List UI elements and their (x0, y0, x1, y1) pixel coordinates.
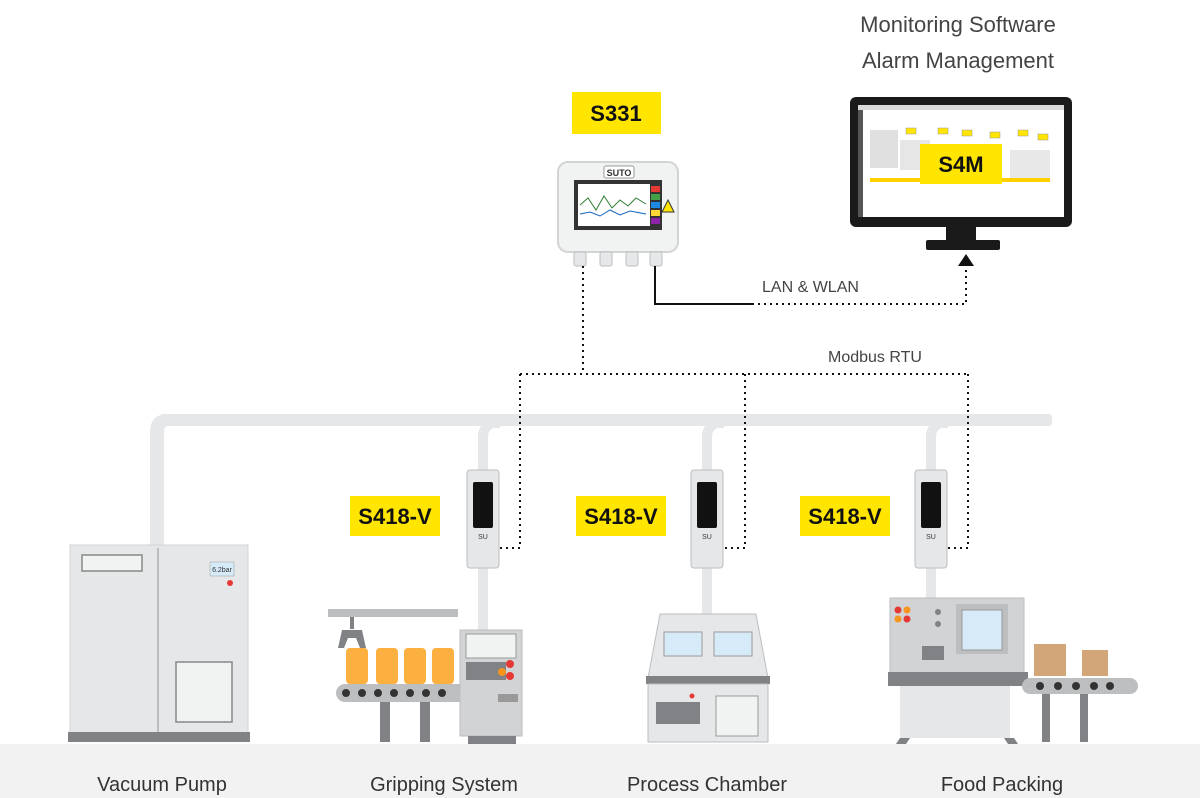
software-title-line1: Monitoring Software (860, 12, 1056, 37)
s331-label: S331 (590, 101, 641, 126)
svg-text:SU: SU (926, 534, 936, 541)
suto-logo: SUTO (607, 168, 632, 178)
s331-logger: SUTO (557, 161, 679, 267)
sensor-badge-3 (800, 496, 890, 536)
s4m-label: S4M (938, 152, 983, 177)
floor (0, 744, 1200, 798)
software-title-line2: Alarm Management (862, 48, 1054, 73)
process-chamber (646, 613, 770, 743)
svg-text:SU: SU (478, 534, 488, 541)
station-gripping-system: Gripping System (370, 774, 518, 796)
sensor-unit-1: SU (466, 469, 500, 569)
sensor-badge-1 (350, 496, 440, 536)
vacuum-pipe (150, 414, 1052, 632)
gripping-system (328, 609, 523, 744)
station-process-chamber: Process Chamber (627, 774, 787, 796)
station-vacuum-pump: Vacuum Pump (97, 774, 227, 796)
s4m-badge (920, 144, 1002, 184)
vacuum-pump: 6.2bar (68, 544, 250, 742)
s331-badge (572, 92, 661, 134)
station-food-packing: Food Packing (941, 774, 1063, 796)
sensor-label-1: S418-V (358, 504, 432, 529)
svg-text:SU: SU (702, 534, 712, 541)
sensor-unit-3: SU (914, 469, 948, 569)
sensor-badge-2 (576, 496, 666, 536)
lan-connection (654, 262, 967, 305)
modbus-label: Modbus RTU (828, 349, 922, 366)
sensor-label-3: S418-V (808, 504, 882, 529)
lan-label: LAN & WLAN (762, 279, 859, 296)
sensor-unit-2: SU (690, 469, 724, 569)
modbus-connection (500, 266, 969, 549)
food-packing (888, 597, 1138, 744)
sensor-label-2: S418-V (584, 504, 658, 529)
arrow-up-icon (958, 254, 974, 266)
pump-display: 6.2bar (212, 567, 233, 574)
